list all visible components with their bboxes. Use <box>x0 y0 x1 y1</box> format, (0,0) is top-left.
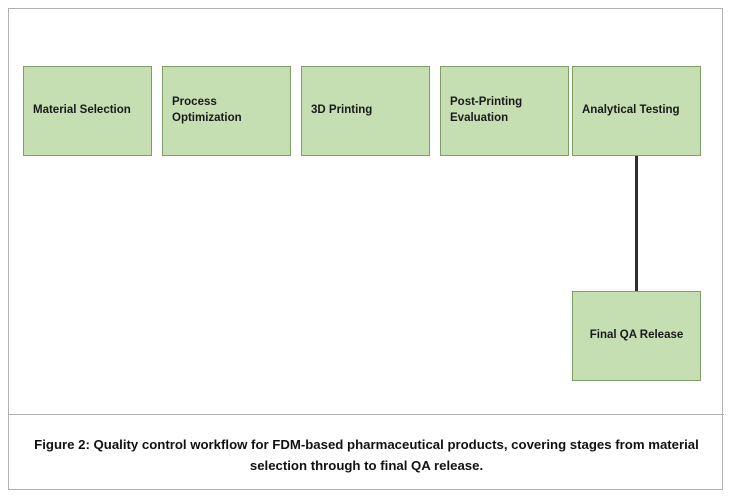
node-material-selection[interactable]: Material Selection <box>23 66 152 156</box>
node-final-qa-release[interactable]: Final QA Release <box>572 291 701 381</box>
node-label: Final QA Release <box>589 329 684 342</box>
node-label: Material Selection <box>33 104 131 117</box>
figure-caption: Figure 2: Quality control workflow for F… <box>9 414 724 490</box>
node-3d-printing[interactable]: 3D Printing <box>301 66 430 156</box>
node-process-optimization[interactable]: Process Optimization <box>162 66 291 156</box>
node-label: Process Optimization <box>172 96 242 124</box>
connector-analytical-testing-to-final-qa-release <box>635 156 638 291</box>
node-label: 3D Printing <box>311 104 373 117</box>
node-label: Post-Printing Evaluation <box>450 96 523 124</box>
node-label: Analytical Testing <box>582 104 680 117</box>
node-post-printing-evaluation[interactable]: Post-Printing Evaluation <box>440 66 569 156</box>
node-analytical-testing[interactable]: Analytical Testing <box>572 66 701 156</box>
flowchart-diagram: Material Selection Process Optimization … <box>9 9 724 414</box>
figure-frame: Material Selection Process Optimization … <box>8 8 724 490</box>
figure-caption-text: Figure 2: Quality control workflow for F… <box>34 437 699 473</box>
